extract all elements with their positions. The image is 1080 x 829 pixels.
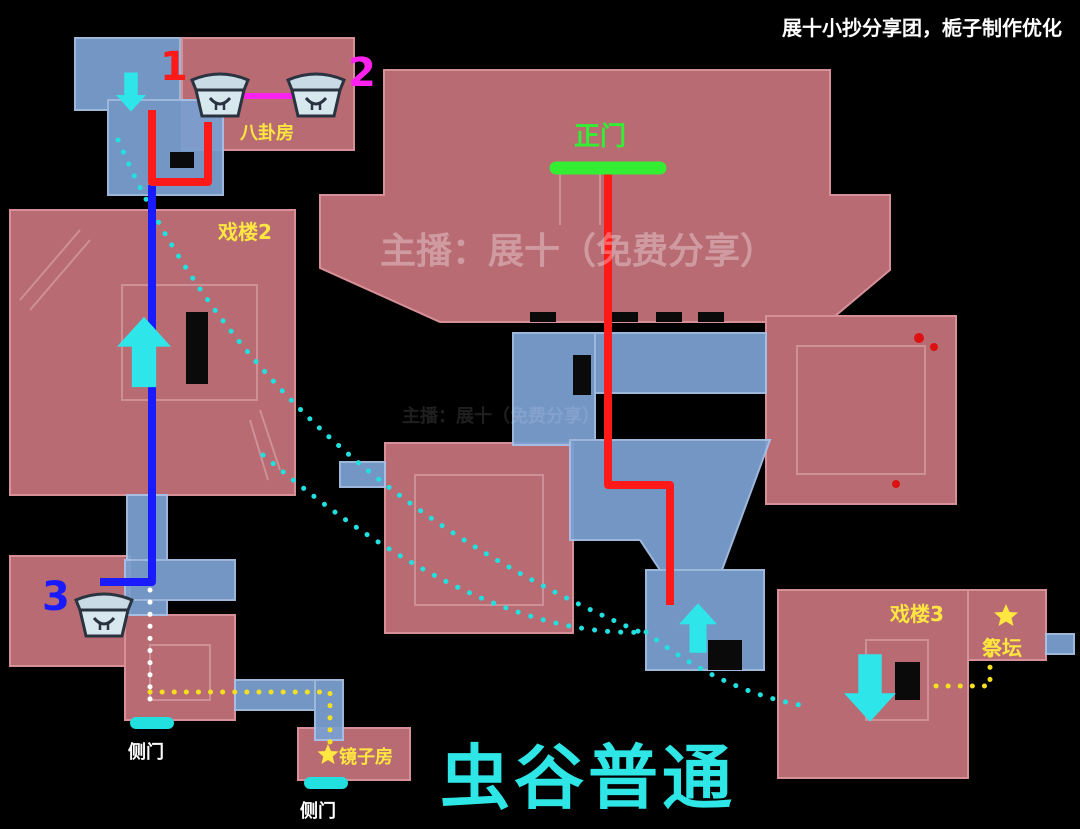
watermark: 主播：展十（免费分享） (380, 231, 777, 272)
marker-1: 1 (160, 44, 188, 90)
room-label-cemen-bottom: 侧门 (300, 801, 336, 822)
treasure-chest-icon (286, 72, 346, 118)
yellow-dotted-route-altar (933, 637, 993, 689)
right-hall-room (765, 315, 957, 505)
credit-text: 展十小抄分享团，栀子制作优化 (782, 16, 1062, 40)
room-label-xilou3: 戏楼3 (890, 602, 944, 626)
room-label-jingzi: 镜子房 (339, 747, 393, 768)
marker-3: 3 (42, 574, 70, 620)
treasure-chest-icon (74, 592, 134, 638)
room-label-cemen-left: 侧门 (128, 742, 164, 763)
star-icon (317, 744, 339, 764)
blue-route (100, 185, 156, 586)
marker-icon (914, 333, 924, 343)
west-spur (339, 461, 386, 488)
yellow-dotted-route (147, 689, 333, 755)
altar-room (967, 589, 1047, 661)
room-label-bagua: 八卦房 (240, 123, 294, 144)
bottom-left-room (124, 614, 236, 721)
star-icon (994, 604, 1018, 626)
room-label-jitan: 祭坛 (982, 636, 1022, 660)
altar-link (1045, 633, 1075, 655)
map-title: 虫谷普通 (440, 737, 736, 819)
watermark-faint: 主播：展十（免费分享） (402, 406, 600, 427)
cyan-dotted-route (115, 137, 803, 708)
room-label-xilou2: 戏楼2 (218, 220, 272, 244)
marker-icon (930, 343, 938, 351)
red-route-east (604, 172, 674, 605)
marker-2: 2 (348, 50, 376, 96)
treasure-chest-icon (190, 72, 250, 118)
marker-icon (892, 480, 900, 488)
room-label-zhengmen: 正门 (574, 122, 627, 152)
red-route-west (148, 110, 212, 186)
